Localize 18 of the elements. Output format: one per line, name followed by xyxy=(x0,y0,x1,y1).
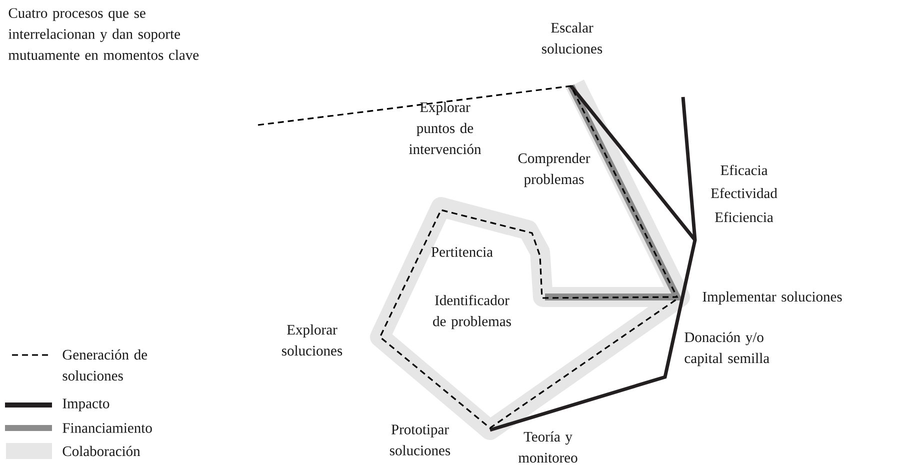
process-label: Donación y/o capital semilla xyxy=(684,332,770,366)
legend-label: Financiamiento xyxy=(62,423,152,433)
process-label: Cuatro procesos que se interrelacionan y dan soporte mutuamente en momentos clave xyxy=(8,8,199,60)
legend-label: Impacto xyxy=(62,398,110,412)
process-label: Escalar soluciones xyxy=(542,22,602,54)
process-label: Eficiencia xyxy=(715,212,774,222)
legend-label: Colaboración xyxy=(62,446,140,456)
process-label: Explorar puntos de intervención xyxy=(409,102,482,154)
process-label: Pertitencia xyxy=(431,247,493,257)
process-label: Explorar soluciones xyxy=(282,324,342,356)
process-label: Teoría y monitoreo xyxy=(518,431,578,463)
process-label: Comprender problemas xyxy=(518,152,590,188)
legend-label: Generación de soluciones xyxy=(62,349,148,381)
process-label: Identificador de problemas xyxy=(433,294,511,330)
process-label: Prototipar soluciones xyxy=(390,424,450,456)
process-label: Eficacia xyxy=(720,164,768,176)
process-label: Efectividad xyxy=(711,188,778,198)
process-label: Implementar soluciones xyxy=(702,291,842,305)
